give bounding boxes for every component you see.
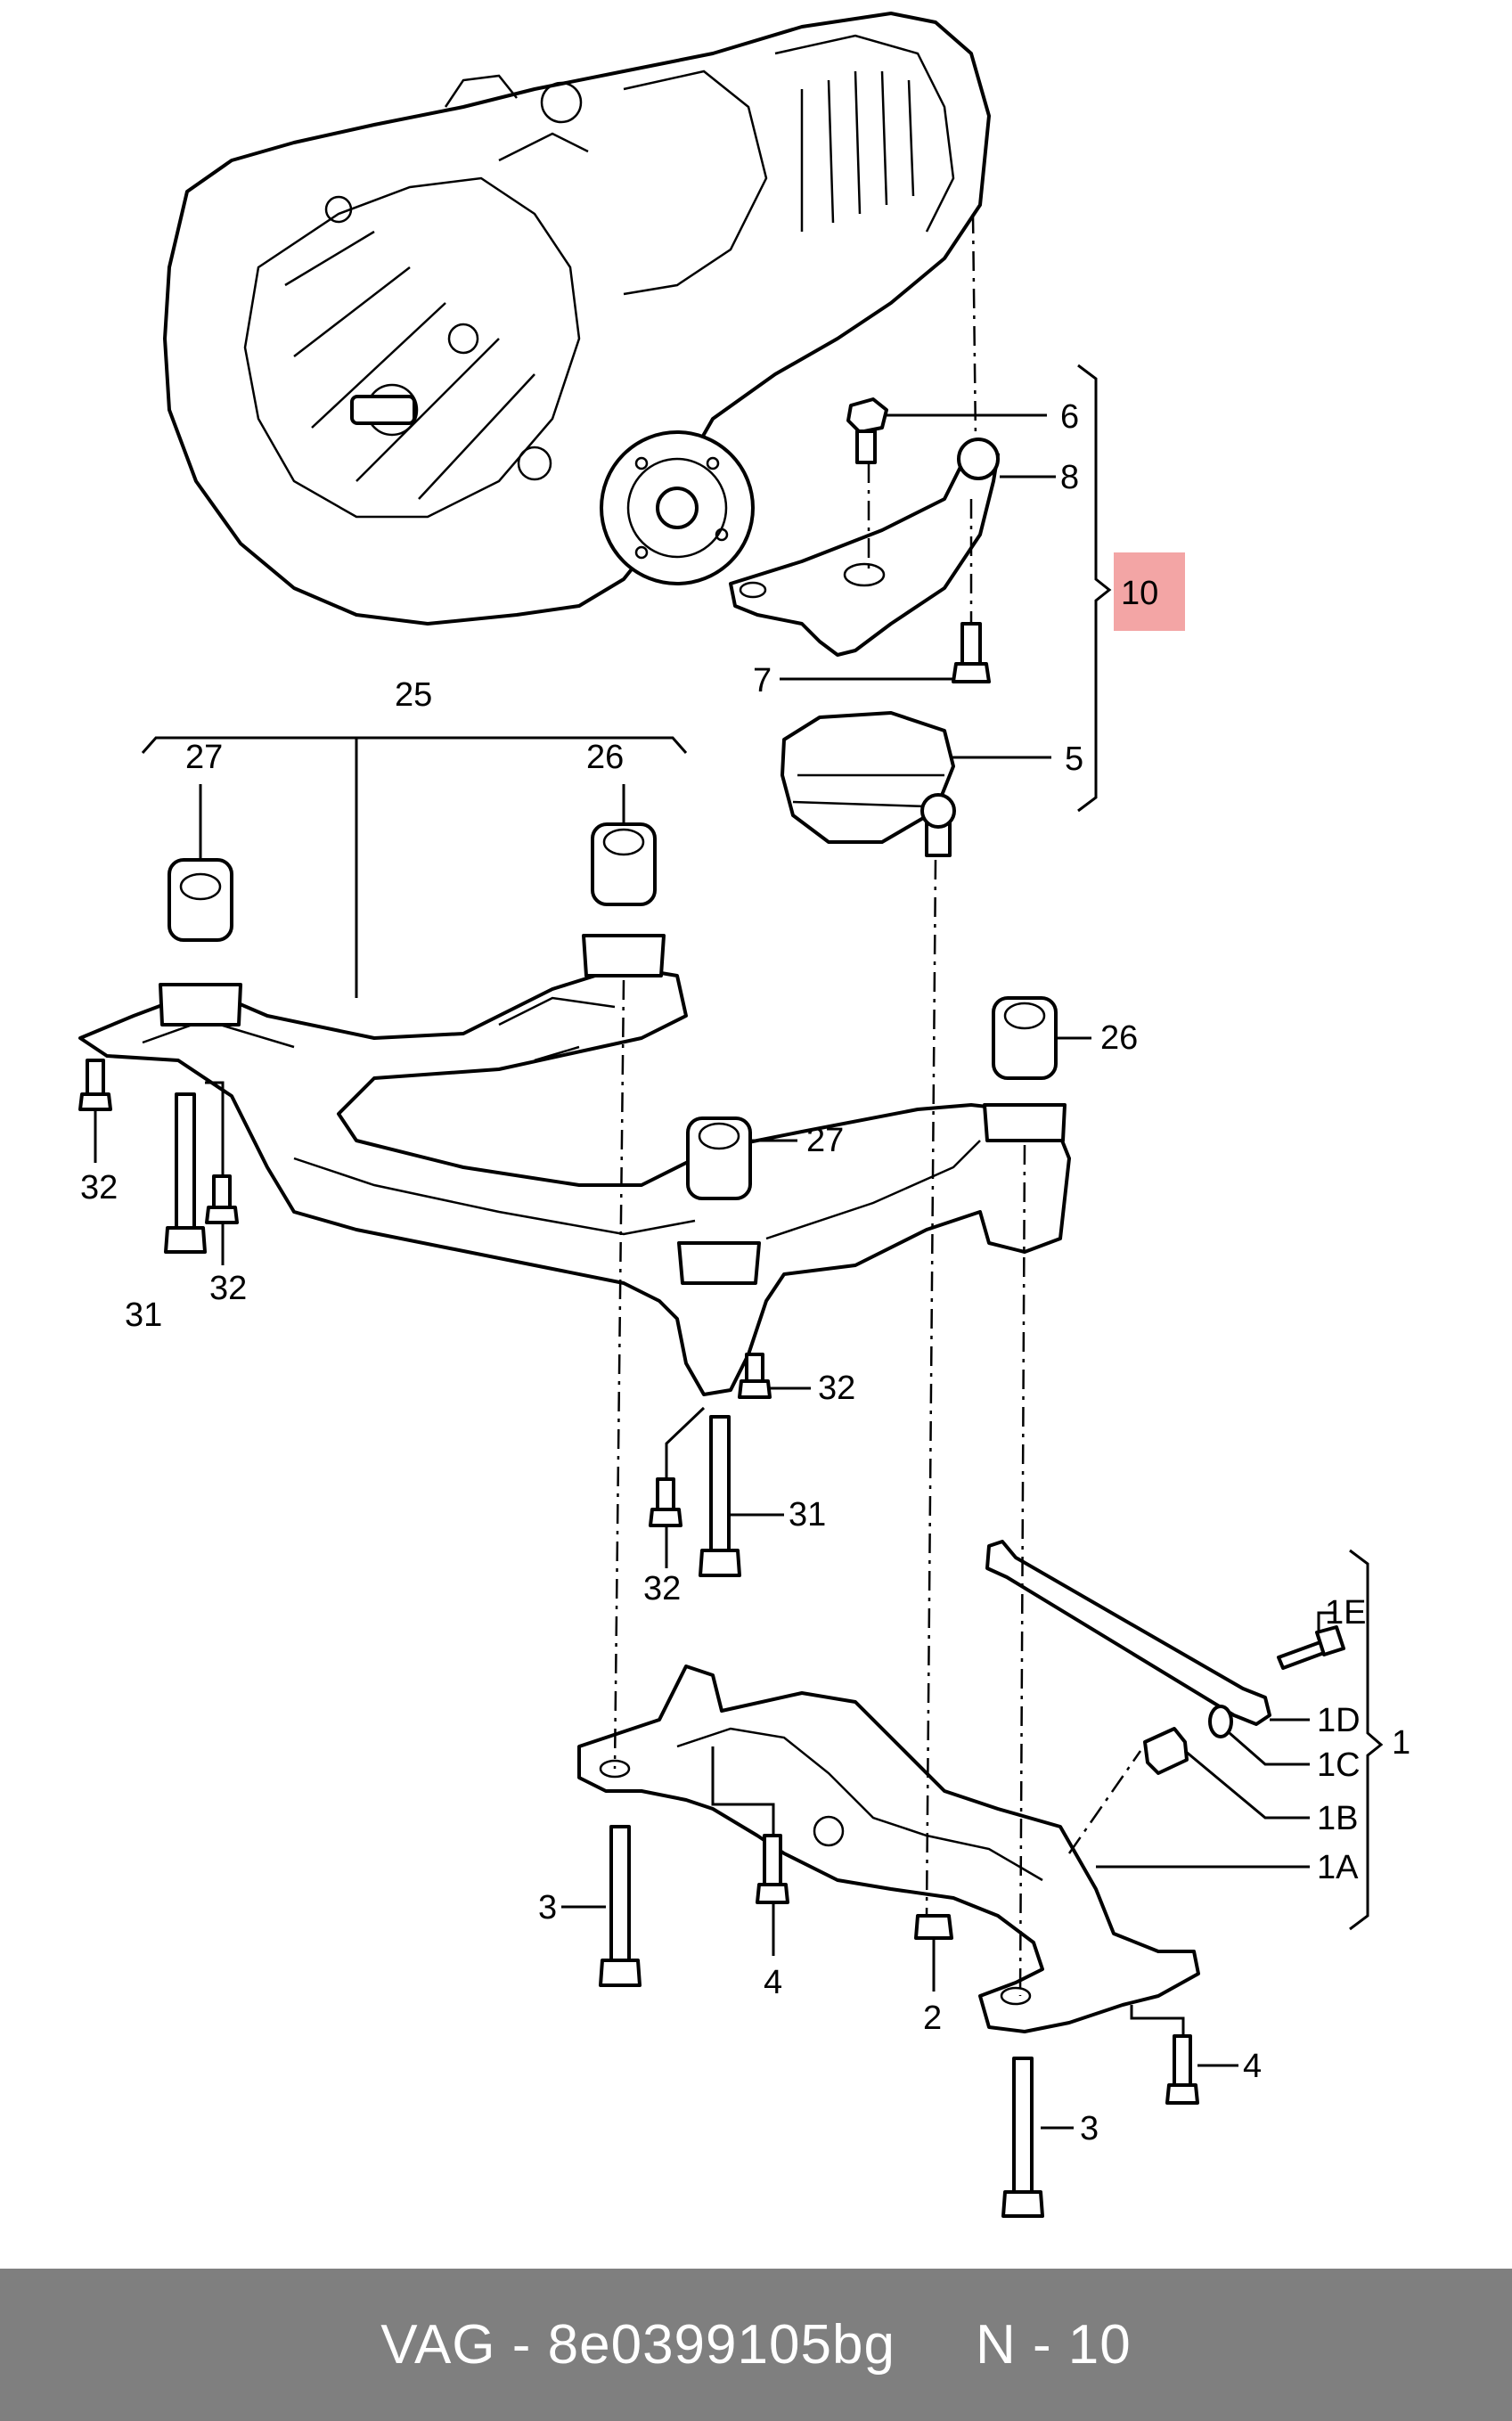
callout-labels: 6 8 10 7 5 25 27 26 26 27 32 31 32 32 31… — [80, 398, 1410, 2147]
callout-32-center-lower: 32 — [643, 1570, 681, 1607]
crossmember-assembly-drawing — [577, 1540, 1345, 2218]
callout-4-right: 4 — [1243, 2048, 1262, 2085]
callout-1: 1 — [1392, 1724, 1410, 1762]
callout-10: 10 — [1121, 575, 1158, 612]
callout-26-top: 26 — [586, 739, 624, 776]
callout-31-left: 31 — [125, 1296, 162, 1334]
callout-1A: 1A — [1317, 1849, 1359, 1886]
highlight-box — [1114, 552, 1185, 631]
leader-lines — [94, 364, 1384, 2130]
callout-1B: 1B — [1317, 1800, 1358, 1837]
callout-7: 7 — [753, 662, 772, 699]
footer-part-number: VAG - 8e0399105bg — [380, 2314, 895, 2376]
gearbox-mount-bracket-drawing — [729, 397, 1000, 857]
exploded-parts-diagram: 6 8 10 7 5 25 27 26 26 27 32 31 32 32 31… — [78, 12, 1410, 2218]
callout-3-right: 3 — [1080, 2110, 1099, 2147]
callout-1D: 1D — [1317, 1702, 1361, 1739]
callout-27-center: 27 — [806, 1122, 844, 1159]
callout-27-left: 27 — [185, 739, 223, 776]
footer-bar: VAG - 8e0399105bg N - 10 — [0, 2269, 1512, 2421]
callout-25: 25 — [395, 676, 432, 714]
callout-32-center: 32 — [818, 1370, 855, 1407]
callout-4-left: 4 — [764, 1964, 782, 2001]
callout-1C: 1C — [1317, 1746, 1361, 1784]
callout-5: 5 — [1065, 740, 1083, 778]
callout-32-left-lower: 32 — [209, 1270, 247, 1307]
callout-1E: 1E — [1325, 1594, 1366, 1632]
gearbox-drawing — [163, 12, 991, 626]
callout-6: 6 — [1060, 398, 1079, 436]
callout-8: 8 — [1060, 459, 1079, 496]
callout-3-left: 3 — [538, 1889, 557, 1926]
callout-26-right: 26 — [1100, 1019, 1138, 1057]
subframe-assembly-drawing — [78, 822, 1071, 1577]
footer-page-number: N - 10 — [975, 2314, 1132, 2376]
callout-32-left: 32 — [80, 1169, 118, 1206]
callout-31-center: 31 — [789, 1496, 826, 1534]
alignment-lines — [613, 213, 1142, 1997]
callout-2: 2 — [923, 2000, 942, 2037]
